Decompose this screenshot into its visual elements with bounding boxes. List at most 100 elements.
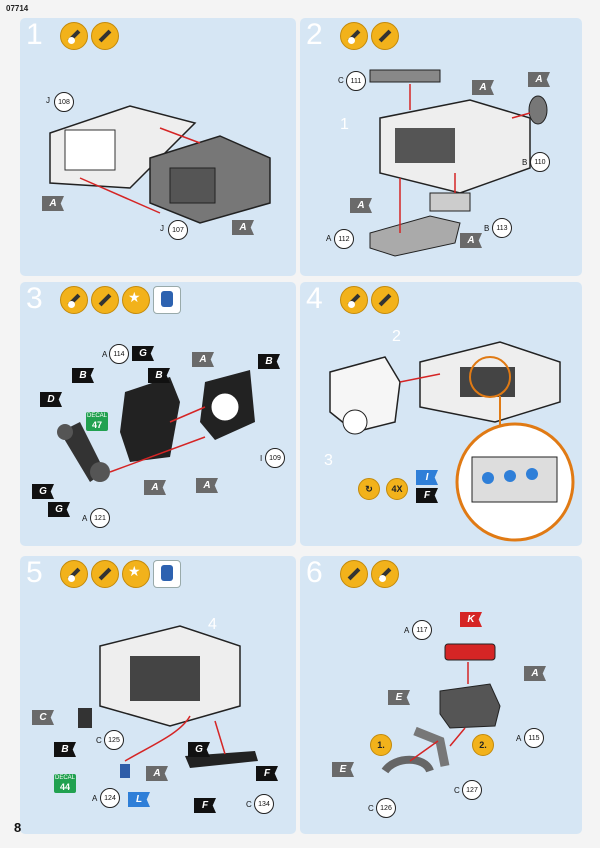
step-icons <box>340 22 399 50</box>
decal-icon <box>122 560 150 588</box>
color-flag-l: L <box>128 792 150 807</box>
part-letter: C <box>338 76 344 85</box>
step-icons <box>60 286 181 314</box>
step-3-illustration <box>57 370 255 482</box>
glue-icon <box>340 286 368 314</box>
subassembly-number: 2 <box>392 328 401 345</box>
color-flag-a: A <box>42 196 64 211</box>
color-flag-a: A <box>460 233 482 248</box>
part-callout-114: 114 <box>109 344 129 364</box>
part-callout-108: 108 <box>54 92 74 112</box>
part-letter: A <box>404 626 410 635</box>
part-callout-117: 117 <box>412 620 432 640</box>
order-1: 1. <box>370 734 392 756</box>
glue-icon <box>371 560 399 588</box>
step-icons <box>340 286 399 314</box>
color-flag-e: E <box>388 690 410 705</box>
part-callout-124: 124 <box>100 788 120 808</box>
part-letter: C <box>246 800 252 809</box>
part-letter: B <box>522 158 528 167</box>
color-flag-a: A <box>232 220 254 235</box>
step-icons <box>60 22 119 50</box>
step-5-illustration <box>78 625 258 778</box>
order-2: 2. <box>472 734 494 756</box>
color-flag-a: A <box>350 198 372 213</box>
part-letter: J <box>46 96 50 105</box>
color-flag-b: B <box>148 368 170 383</box>
step-number: 3 <box>26 282 43 315</box>
step-1-panel: 1 J 108 J 107 A A <box>20 18 296 276</box>
color-flag-a: A <box>472 80 494 95</box>
paint-brush-icon <box>91 560 119 588</box>
decal-icon <box>122 286 150 314</box>
part-letter: A <box>82 514 88 523</box>
paint-brush-icon <box>91 286 119 314</box>
part-letter: B <box>484 224 490 233</box>
paint-brush-icon <box>340 560 368 588</box>
glue-icon <box>60 286 88 314</box>
color-flag-a: A <box>144 480 166 495</box>
color-flag-k: K <box>460 612 482 627</box>
part-letter: C <box>368 804 374 813</box>
paint-brush-icon <box>371 22 399 50</box>
rotate-icon: ↻ <box>358 478 380 500</box>
color-flag-i: I <box>416 470 438 485</box>
part-callout-110: 110 <box>530 152 550 172</box>
part-letter: A <box>326 234 332 243</box>
part-callout-126: 126 <box>376 798 396 818</box>
color-flag-a: A <box>146 766 168 781</box>
step-2-illustration <box>369 69 548 257</box>
color-flag-b: B <box>54 742 76 757</box>
step-number: 4 <box>306 282 323 315</box>
color-flag-a: A <box>196 478 218 493</box>
subassembly-number: 4 <box>208 616 217 633</box>
step-icons <box>340 560 399 588</box>
subassembly-number: 1 <box>340 116 349 133</box>
step-1-illustration <box>49 105 271 224</box>
paint-brush-icon <box>371 286 399 314</box>
paint-brush-icon <box>91 22 119 50</box>
part-callout-107: 107 <box>168 220 188 240</box>
part-letter: A <box>92 794 98 803</box>
repeat-count: 4X <box>386 478 408 500</box>
step-number: 5 <box>26 556 43 589</box>
part-callout-112: 112 <box>334 229 354 249</box>
part-callout-111: 111 <box>346 71 366 91</box>
part-callout-115: 115 <box>524 728 544 748</box>
part-callout-121: 121 <box>90 508 110 528</box>
step-icons <box>60 560 181 588</box>
step-6-illustration <box>381 643 501 774</box>
part-letter: J <box>160 224 164 233</box>
part-letter: A <box>516 734 522 743</box>
color-flag-g: G <box>48 502 70 517</box>
glue-icon <box>340 22 368 50</box>
step-4-illustration <box>329 341 575 542</box>
step-number: 6 <box>306 556 323 589</box>
paint-pot-icon <box>153 286 181 314</box>
glue-icon <box>60 560 88 588</box>
color-flag-g: G <box>32 484 54 499</box>
part-callout-109: 109 <box>265 448 285 468</box>
step-number: 1 <box>26 18 43 51</box>
color-flag-c: C <box>32 710 54 725</box>
part-callout-134: 134 <box>254 794 274 814</box>
page-number: 8 <box>14 820 22 835</box>
kit-number: 07714 <box>6 4 29 13</box>
color-flag-a: A <box>524 666 546 681</box>
part-letter: A <box>102 350 108 359</box>
color-flag-f: F <box>416 488 438 503</box>
color-flag-b: B <box>72 368 94 383</box>
color-flag-f: F <box>256 766 278 781</box>
part-callout-125: 125 <box>104 730 124 750</box>
glue-icon <box>60 22 88 50</box>
part-callout-127: 127 <box>462 780 482 800</box>
part-letter: C <box>96 736 102 745</box>
part-callout-113: 113 <box>492 218 512 238</box>
step-number: 2 <box>306 18 323 51</box>
color-flag-d: D <box>40 392 62 407</box>
step-6-panel: 6 A 117 A 115 C 127 C 126 1. 2. K A E E <box>300 556 582 834</box>
